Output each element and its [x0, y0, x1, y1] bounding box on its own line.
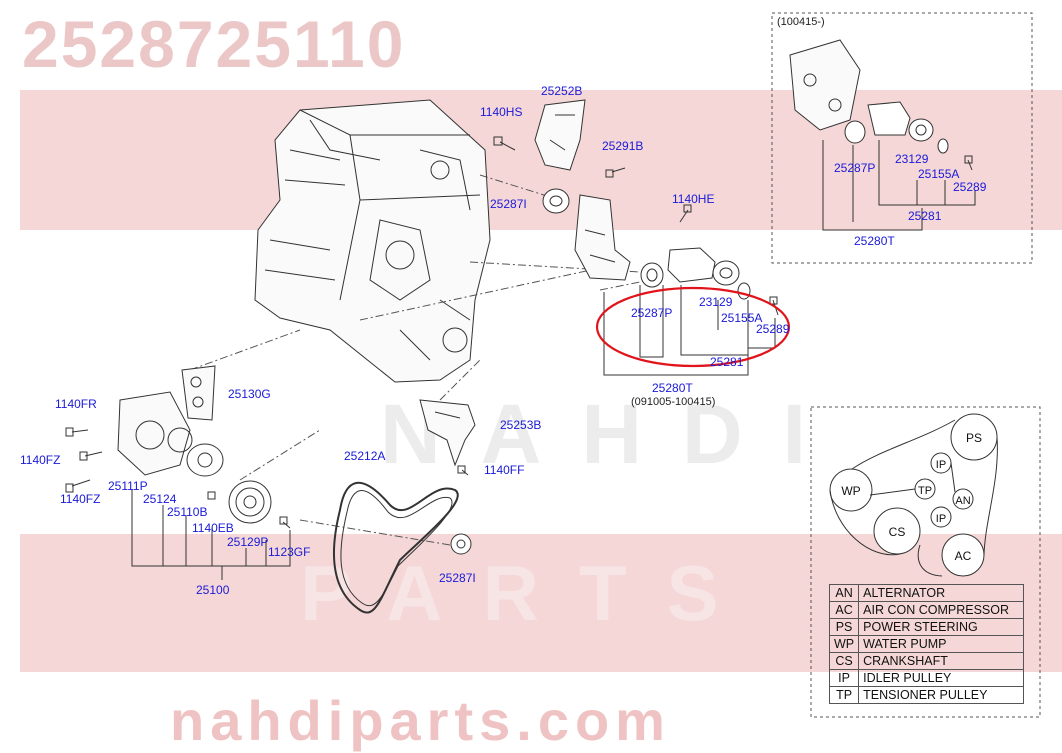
legend-code: AC	[828, 601, 860, 619]
pulley-cs-label: CS	[889, 525, 906, 539]
legend-code: WP	[828, 635, 860, 653]
callout-25253b[interactable]: 25253B	[500, 418, 542, 432]
callout-23129-mid[interactable]: 23129	[699, 295, 733, 309]
callout-25155a-mid[interactable]: 25155A	[721, 311, 763, 325]
legend-name: AIR CON COMPRESSOR	[858, 601, 1025, 619]
pulley-ip-label-1: IP	[936, 459, 946, 471]
callout-25289-mid[interactable]: 25289	[756, 322, 790, 336]
callout-1140fz-b[interactable]: 1140FZ	[60, 492, 101, 506]
pulley-ac-label: AC	[955, 549, 972, 563]
callout-1140eb[interactable]: 1140EB	[192, 521, 234, 535]
callout-25110b[interactable]: 25110B	[167, 505, 208, 519]
callout-25111p[interactable]: 25111P	[108, 479, 148, 493]
legend-code: CS	[828, 652, 860, 670]
callout-25281-inset[interactable]: 25281	[908, 209, 942, 223]
callout-1140ff[interactable]: 1140FF	[484, 463, 525, 477]
callout-25291b[interactable]: 25291B	[602, 139, 644, 153]
watermark-part-number: 2528725110	[22, 7, 406, 81]
callout-25212a[interactable]: 25212A	[344, 449, 386, 463]
callout-1140hs[interactable]: 1140HS	[480, 105, 523, 119]
pulley-an-label: AN	[955, 495, 970, 507]
pulley-ip-label-2: IP	[936, 513, 946, 525]
callout-25252b[interactable]: 25252B	[541, 84, 583, 98]
callout-25130g[interactable]: 25130G	[228, 387, 271, 401]
callout-23129-inset[interactable]: 23129	[895, 152, 929, 166]
engine-block-drawing	[254, 99, 491, 383]
callout-25100[interactable]: 25100	[196, 583, 230, 597]
callout-25124[interactable]: 25124	[143, 492, 177, 506]
legend-name: WATER PUMP	[858, 635, 1025, 653]
diagram-stage: 2528725110 NAHDI PARTS nahdiparts.com	[20, 7, 1062, 752]
highlight-ring	[595, 286, 791, 368]
callout-25289-inset[interactable]: 25289	[953, 180, 987, 194]
callout-25287i-top[interactable]: 25287I	[490, 197, 527, 211]
parts-line-art: PS IP WP TP AN IP CS AC	[65, 12, 1041, 718]
callout-25155a-inset[interactable]: 25155A	[918, 167, 960, 181]
pulley-wp-label: WP	[841, 484, 860, 498]
callout-25129p[interactable]: 25129P	[227, 535, 269, 549]
callout-25287p-mid[interactable]: 25287P	[631, 306, 673, 320]
date-range-note: (091005-100415)	[631, 396, 716, 408]
callout-25280t-mid[interactable]: 25280T	[652, 381, 693, 395]
callout-1140fz-a[interactable]: 1140FZ	[20, 453, 61, 467]
callout-1140fr[interactable]: 1140FR	[55, 397, 97, 411]
inset-date-note: (100415-)	[777, 16, 825, 28]
callout-1140he[interactable]: 1140HE	[672, 192, 715, 206]
legend-code: IP	[828, 669, 860, 687]
legend-name: IDLER PULLEY	[858, 669, 1025, 687]
watermark-parts-word: PARTS	[300, 549, 759, 637]
legend-name: TENSIONER PULLEY	[858, 686, 1025, 704]
legend-name: POWER STEERING	[858, 618, 1025, 636]
callout-25287i-bottom[interactable]: 25287I	[439, 571, 476, 585]
legend-name: ALTERNATOR	[858, 584, 1025, 602]
callout-25287p-inset[interactable]: 25287P	[834, 161, 876, 175]
legend-name: CRANKSHAFT	[858, 652, 1025, 670]
pulley-ps-label: PS	[966, 431, 982, 445]
callout-25281-mid[interactable]: 25281	[710, 355, 744, 369]
callout-25280t-inset[interactable]: 25280T	[854, 234, 895, 248]
legend-code: PS	[828, 618, 860, 636]
legend-code: TP	[828, 686, 860, 704]
callout-1123gf[interactable]: 1123GF	[268, 545, 311, 559]
pulley-tp-label: TP	[918, 485, 932, 497]
legend-code: AN	[828, 584, 860, 602]
